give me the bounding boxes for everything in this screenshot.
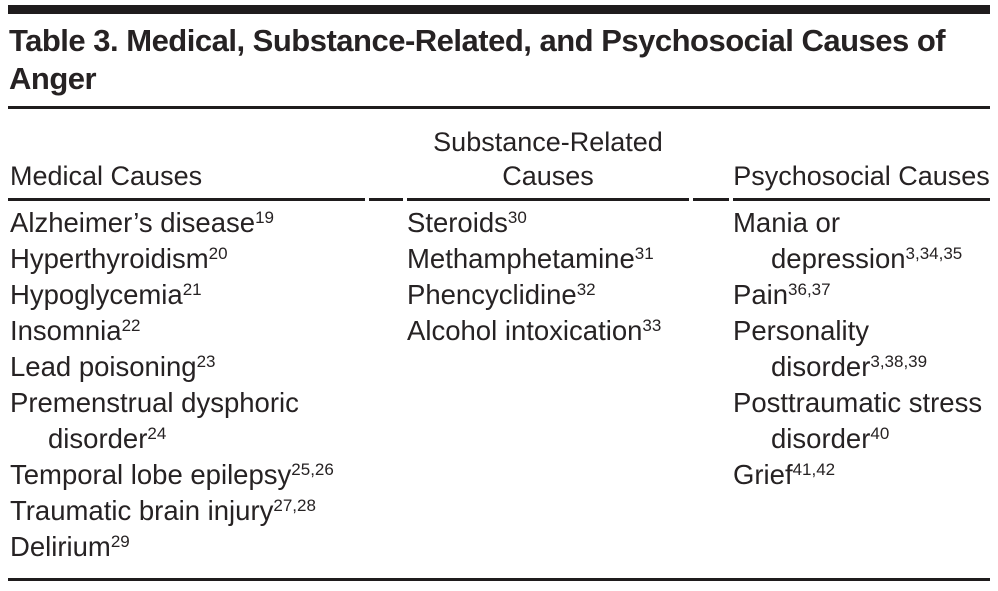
header-gutter [369, 109, 403, 201]
cause-text: Steroids [407, 207, 508, 238]
cause-reference-numbers: 32 [576, 279, 596, 299]
column-header-psychosocial-causes: Psychosocial Causes [733, 109, 990, 201]
cause-text: Personality disorder [733, 315, 871, 382]
cause-item: Hyperthyroidism20 [10, 241, 365, 277]
cause-reference-numbers: 24 [147, 423, 167, 443]
cause-item: Hypoglycemia21 [10, 277, 365, 313]
cause-text: Temporal lobe epilepsy [10, 459, 292, 490]
table-wrap: Table 3. Medical, Substance-Related, and… [8, 5, 990, 588]
cause-reference-numbers: 33 [642, 315, 662, 335]
body-gutter [693, 201, 729, 565]
cause-item: Alcohol intoxication33 [407, 313, 689, 349]
table-title: Table 3. Medical, Substance-Related, and… [9, 23, 946, 96]
cause-text: Premenstrual dysphoric disorder [10, 387, 299, 454]
cause-reference-numbers: 21 [182, 279, 202, 299]
table-header-row: Medical Causes Substance-Related Causes … [8, 109, 990, 201]
cause-item: Insomnia22 [10, 313, 365, 349]
cause-item: Delirium29 [10, 529, 365, 565]
column-header-substance-related-causes: Substance-Related Causes [407, 109, 689, 201]
cause-item: Steroids30 [407, 205, 689, 241]
cause-text: Mania or depression [733, 207, 906, 274]
cause-reference-numbers: 40 [870, 423, 890, 443]
cause-reference-numbers: 36,37 [788, 279, 831, 299]
cause-reference-numbers: 30 [507, 207, 527, 227]
cause-item: Grief41,42 [733, 457, 990, 493]
cause-item: Premenstrual dysphoric disorder24 [10, 385, 365, 457]
cause-item: Lead poisoning23 [10, 349, 365, 385]
title-rule [8, 106, 990, 109]
cause-text: Insomnia [10, 315, 122, 346]
cause-text: Delirium [10, 531, 111, 562]
cause-item: Phencyclidine32 [407, 277, 689, 313]
cause-item: Personality disorder3,38,39 [733, 313, 990, 385]
table-bottom-rule [8, 578, 990, 581]
cause-text: Pain [733, 279, 789, 310]
cause-text: Posttraumatic stress disorder [733, 387, 983, 454]
cause-item: Mania or depression3,34,35 [733, 205, 990, 277]
cause-item: Traumatic brain injury27,28 [10, 493, 365, 529]
cause-reference-numbers: 3,34,35 [905, 243, 963, 263]
cause-text: Alcohol intoxication [407, 315, 643, 346]
cause-reference-numbers: 27,28 [273, 495, 316, 515]
cause-reference-numbers: 25,26 [291, 459, 334, 479]
cause-item: Methamphetamine31 [407, 241, 689, 277]
cause-text: Phencyclidine [407, 279, 577, 310]
cause-reference-numbers: 31 [634, 243, 654, 263]
cause-reference-numbers: 41,42 [792, 459, 836, 479]
cause-reference-numbers: 20 [208, 243, 228, 263]
cause-reference-numbers: 23 [196, 351, 216, 371]
cause-reference-numbers: 3,38,39 [870, 351, 928, 371]
cause-text: Alzheimer’s disease [10, 207, 256, 238]
table-top-rule [8, 5, 990, 14]
header-gutter [693, 109, 729, 201]
cause-reference-numbers: 19 [255, 207, 274, 227]
cause-text: Hypoglycemia [10, 279, 183, 310]
cause-reference-numbers: 22 [121, 315, 141, 335]
cause-text: Lead poisoning [10, 351, 197, 382]
cause-text: Traumatic brain injury [10, 495, 274, 526]
cause-item: Posttraumatic stress disorder40 [733, 385, 990, 457]
cause-item: Pain36,37 [733, 277, 990, 313]
cause-item: Temporal lobe epilepsy25,26 [10, 457, 365, 493]
cause-item: Alzheimer’s disease19 [10, 205, 365, 241]
cause-text: Grief [733, 459, 793, 490]
body-gutter [369, 201, 403, 565]
column-header-medical-causes: Medical Causes [8, 109, 365, 201]
cause-reference-numbers: 29 [110, 531, 130, 551]
cause-text: Hyperthyroidism [10, 243, 209, 274]
cause-text: Methamphetamine [407, 243, 635, 274]
